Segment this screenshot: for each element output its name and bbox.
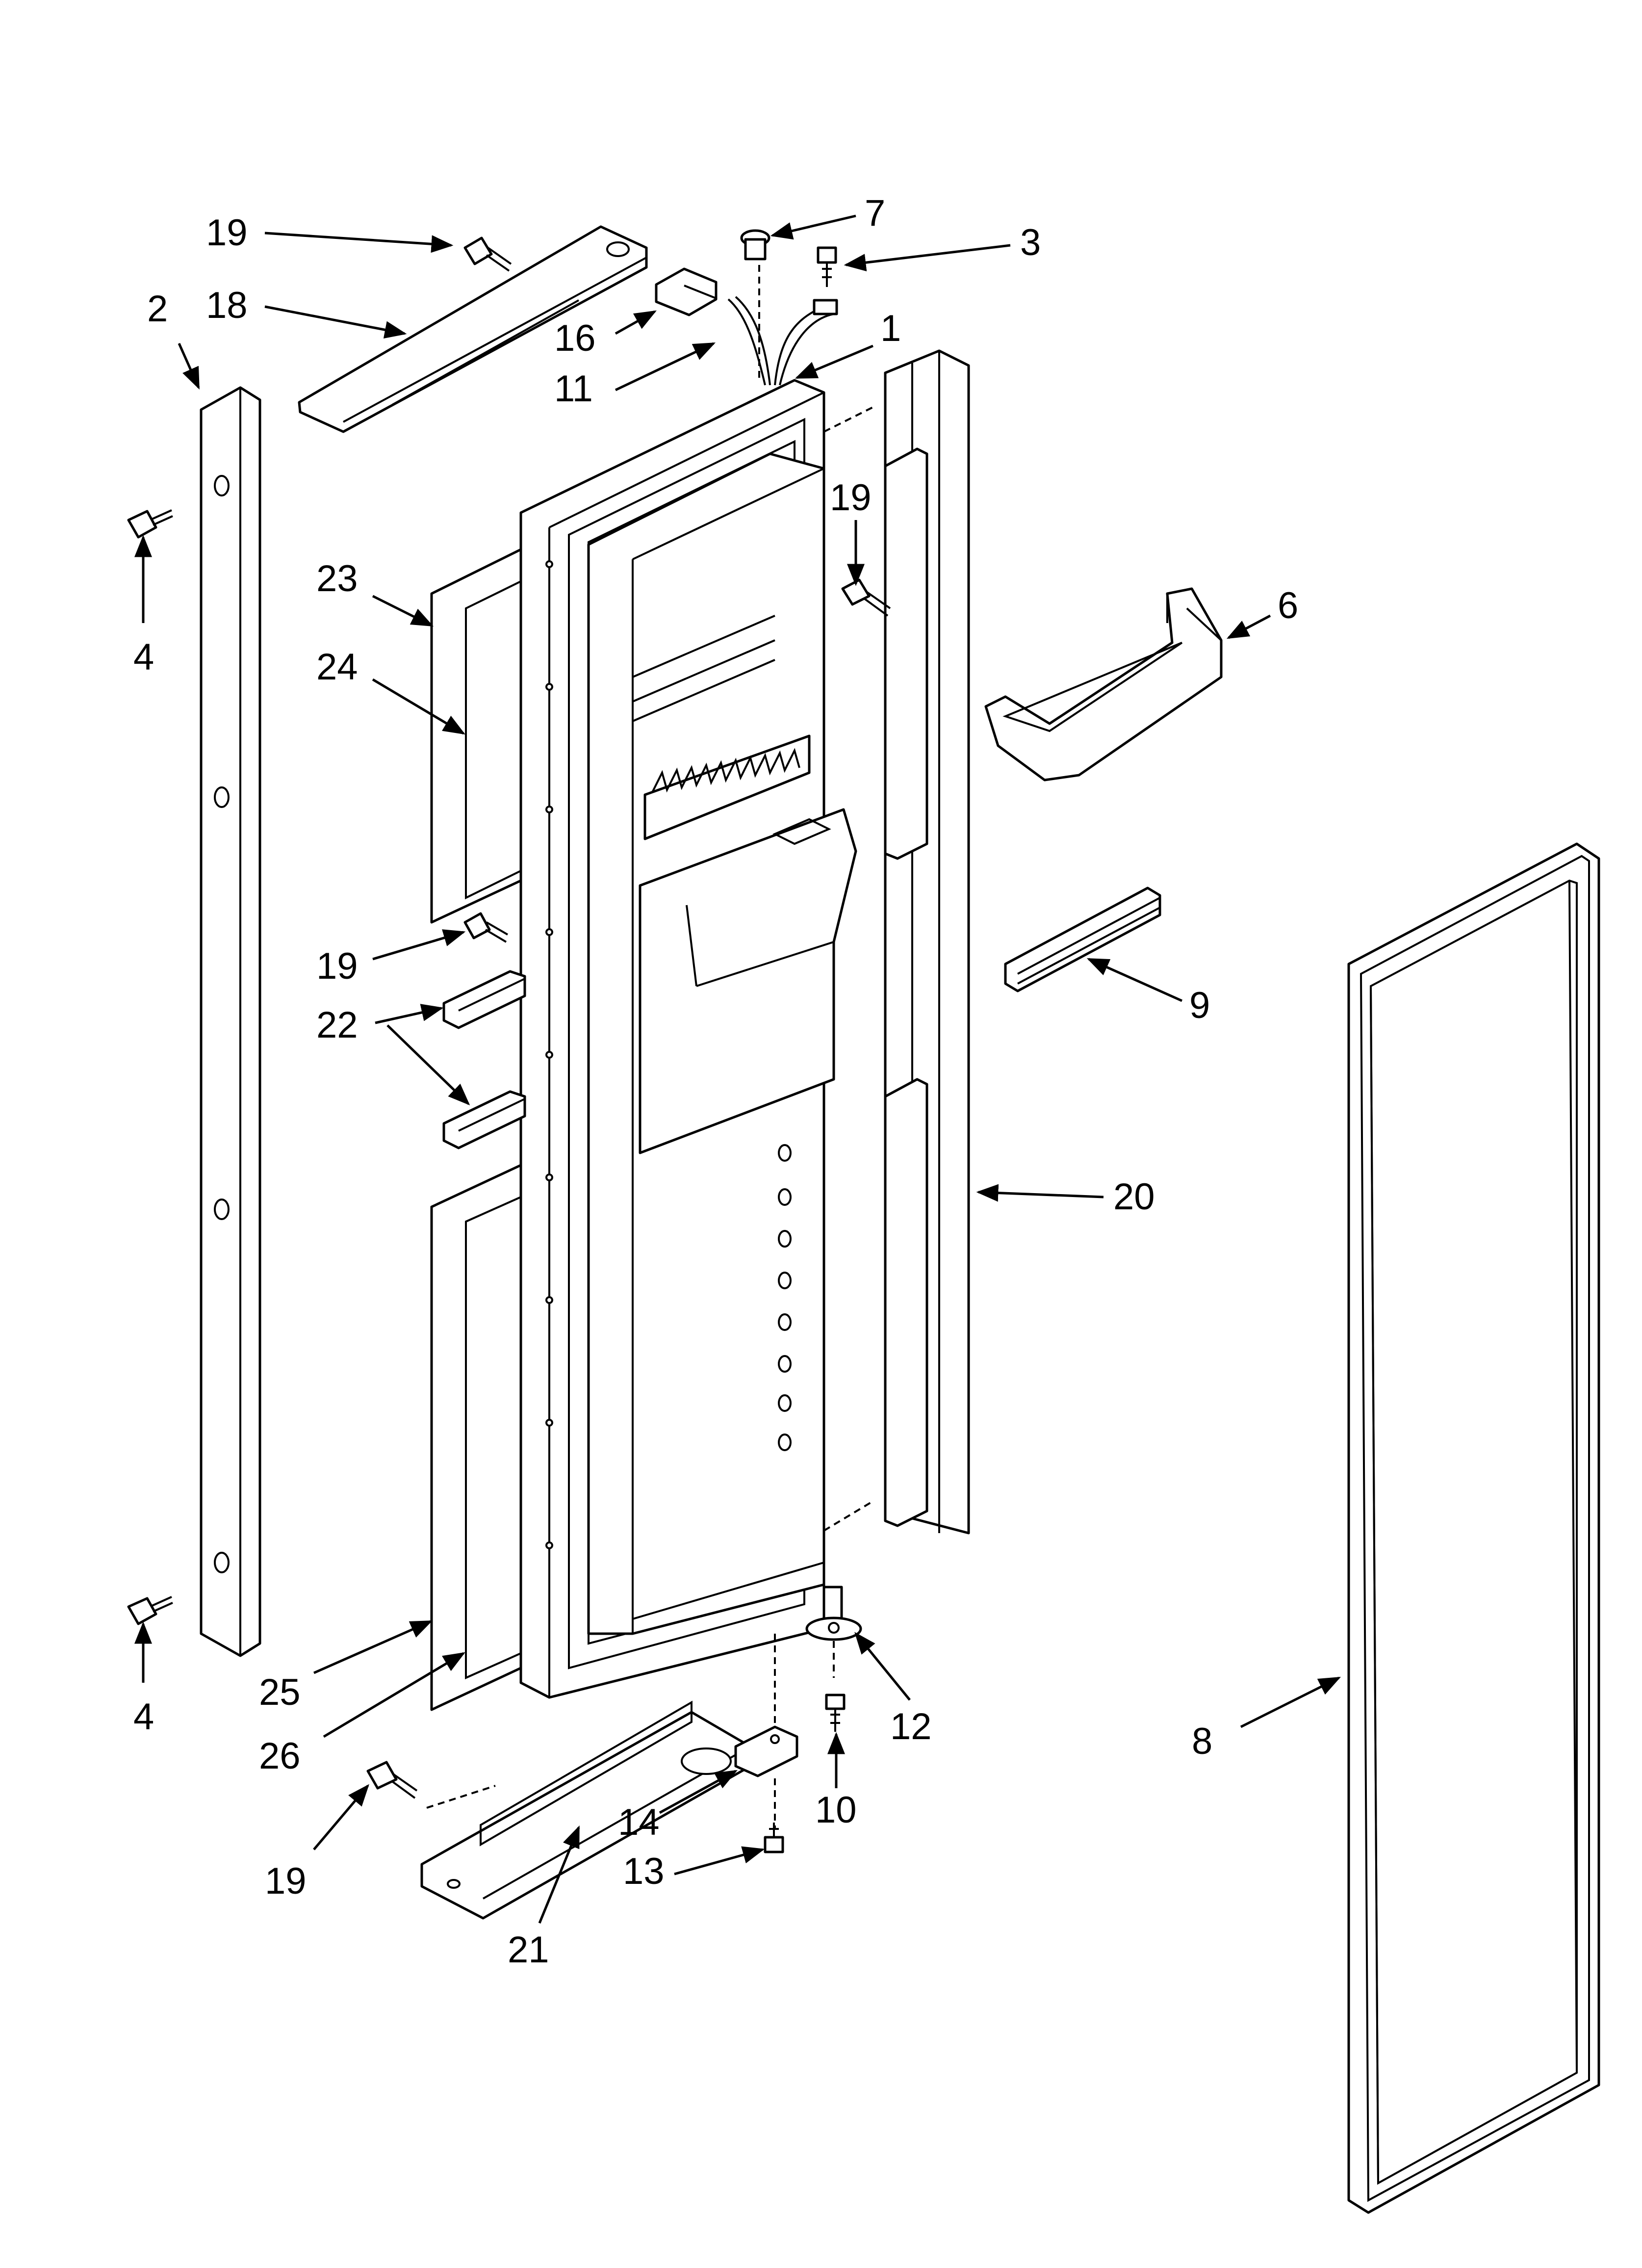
part-19-screw-mid — [463, 912, 509, 943]
callout-19-right: 19 — [830, 477, 872, 519]
callout-2: 2 — [147, 288, 168, 330]
callout-21: 21 — [508, 1929, 549, 1971]
callout-24: 24 — [316, 646, 358, 688]
part-7-cap — [740, 229, 770, 261]
dashed-line-top — [823, 406, 873, 433]
part-22-bracket-lower — [442, 1090, 526, 1149]
part-18-top-bracket — [298, 225, 648, 433]
part-21-bottom-bracket — [420, 1700, 752, 1920]
callout-10: 10 — [815, 1789, 857, 1831]
part-19-screw-bottom — [366, 1761, 418, 1799]
part-3-screw — [817, 246, 837, 287]
part-8-gasket — [1347, 842, 1600, 2214]
part-16-connector — [655, 267, 718, 316]
callout-22: 22 — [316, 1004, 358, 1046]
part-25-lower-panel — [430, 1164, 522, 1711]
callout-11: 11 — [554, 368, 593, 410]
callout-20: 20 — [1113, 1176, 1155, 1218]
callout-8: 8 — [1192, 1721, 1212, 1762]
callout-19-top: 19 — [206, 212, 248, 254]
part-9-trim — [1004, 886, 1161, 992]
part-4-screw-top — [127, 509, 173, 539]
dashed-line-bottom — [823, 1500, 874, 1532]
part-4-screw-bottom — [127, 1596, 173, 1625]
part-13-screw — [764, 1823, 784, 1853]
callout-4-bottom: 4 — [133, 1696, 154, 1738]
part-12-hinge-pin — [805, 1586, 862, 1641]
callout-19-mid: 19 — [316, 945, 358, 987]
callout-26: 26 — [259, 1735, 301, 1777]
callout-4-top: 4 — [133, 636, 154, 678]
part-19-screw-top — [463, 236, 512, 272]
callout-3: 3 — [1020, 222, 1041, 263]
callout-7: 7 — [865, 192, 885, 234]
callout-13: 13 — [623, 1851, 665, 1892]
callout-19-bottom: 19 — [265, 1860, 307, 1902]
callout-12: 12 — [890, 1706, 932, 1747]
part-22-bracket-upper — [442, 970, 526, 1029]
callout-25: 25 — [259, 1671, 301, 1713]
part-14-block — [734, 1725, 798, 1777]
part-19-screw-right — [841, 578, 891, 617]
callout-9: 9 — [1189, 985, 1210, 1026]
part-11-wire-harness — [727, 296, 838, 386]
callout-18: 18 — [206, 285, 248, 326]
part-20-right-strip — [884, 349, 970, 1535]
part-23-upper-panel — [430, 548, 522, 924]
callout-16: 16 — [554, 317, 596, 359]
part-1-door-liner — [519, 379, 857, 1699]
callout-leaders — [134, 214, 1341, 1924]
part-10-screw — [825, 1694, 846, 1732]
callout-6: 6 — [1278, 585, 1298, 626]
callout-14: 14 — [618, 1801, 660, 1843]
part-2-left-strip — [200, 386, 261, 1657]
callout-23: 23 — [316, 558, 358, 600]
part-6-handle — [984, 587, 1223, 782]
callout-1: 1 — [880, 308, 901, 349]
